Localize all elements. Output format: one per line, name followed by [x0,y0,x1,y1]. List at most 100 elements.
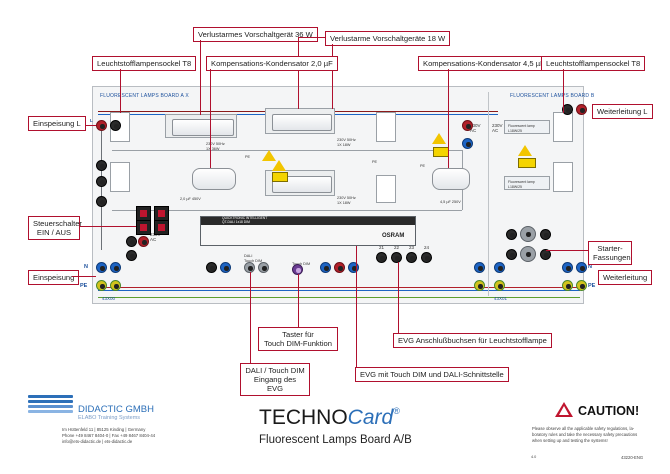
socket-einspeisung-l-red[interactable] [96,120,107,131]
socket-evg-out-23[interactable] [406,252,417,263]
leader-lampensockel-left [120,69,121,113]
steuerschalter-switch-1[interactable] [136,206,151,221]
lamp-socket-mid-top [376,112,396,142]
evg-term-22: 22 [394,245,400,250]
caution-icon [555,402,573,417]
steuerschalter-switch-2[interactable] [154,206,169,221]
leader-starter [546,250,588,251]
tag-n-right: N [588,264,592,270]
wire-grey-2 [112,150,462,151]
starter-socket-1[interactable] [520,226,536,242]
callout-kompensation-45uf: Kompensations-Kondensator 4,5 µF [418,56,550,71]
caution-icon-inner [559,406,569,415]
socket-einspeisung-pe-2[interactable] [110,280,121,291]
warning-sign-4 [518,145,532,156]
socket-ac-left-2[interactable] [138,236,149,247]
lamp-socket-left-bottom [110,162,130,192]
socket-left-mid-2[interactable] [96,176,107,187]
socket-einspeisung-pe[interactable] [96,280,107,291]
socket-einspeisung-l-black[interactable] [110,120,121,131]
callout-steuerschalter-line1: Steuerschalter [33,219,82,228]
lamp-socket-right-top [553,112,573,142]
tag-l-left: L [90,118,93,123]
socket-mid-blue[interactable] [462,138,473,149]
fluorescent-lamp-b1-label: Fluorescent lamp L18W/25 [508,124,535,133]
callout-taster-line1: Taster für [282,330,314,339]
starter-pin-4[interactable] [540,249,551,260]
board-b-id: 43X01 [494,296,508,301]
evg-term-21: 21 [379,245,385,250]
caution-text-3: when setting up and testing the systems! [532,438,608,443]
socket-dali-1[interactable] [244,262,255,273]
socket-weiterleitung-n-2[interactable] [576,262,587,273]
tag-pe-left: PE [80,283,88,289]
ballast-36w-body [172,119,234,136]
ac-label-mid: 230V AC [470,123,481,133]
callout-evg-touch: EVG mit Touch DIM und DALI-Schnittstelle [355,367,509,382]
warning-label-2 [433,147,449,157]
evg-touch-dim-dali [200,216,416,246]
socket-left-mid-3[interactable] [96,196,107,207]
socket-weiterleitung-pe-2[interactable] [576,280,587,291]
evg-header-bar [201,217,415,225]
starter-pin-2[interactable] [540,229,551,240]
pe-mark-2: PE [372,160,378,164]
logo-bar-1 [28,395,73,398]
logo-bar-3 [28,405,73,408]
leader-verlustarmes-36w [200,40,201,115]
socket-einspeisung-n-2[interactable] [110,262,121,273]
socket-mid-red[interactable] [462,120,473,131]
board-b-title: FLUORESCENT LAMPS BOARD B [510,93,595,99]
fluorescent-lamp-b2 [504,176,550,190]
bus-blue-bottom [98,290,580,292]
steuerschalter-switch-3[interactable] [136,220,151,235]
bus-pe-bottom [98,297,580,299]
touch-dim-button[interactable] [292,264,303,275]
socket-b-blue-1[interactable] [474,262,485,273]
socket-ac-left-3[interactable] [126,250,137,261]
socket-b-blue-2[interactable] [494,262,505,273]
board-a-title: FLUORESCENT LAMPS BOARD A X [100,93,189,99]
socket-b-pe-1[interactable] [474,280,485,291]
socket-ac-left-1[interactable] [126,236,137,247]
socket-weiterleitung-pe[interactable] [562,280,573,291]
caution-title: CAUTION! [578,404,640,418]
leader-einspeisung-l [85,125,96,126]
socket-dali-2[interactable] [258,262,269,273]
starter-pin-1[interactable] [506,229,517,240]
callout-dali-line1: DALI / Touch DIM [245,366,305,375]
steuerschalter-switch-4[interactable] [154,220,169,235]
board-a-id: 43X00 [102,296,116,301]
callout-dali: DALI / Touch DIM Eingang des EVG [240,363,310,396]
leader-verlustarme-18w-c [332,44,333,109]
starter-pin-3[interactable] [506,249,517,260]
caution-text-1: Please observe all the applicable safety… [532,426,635,431]
starter-socket-2[interactable] [520,246,536,262]
socket-evg-out-22[interactable] [391,252,402,263]
callout-weiterleitung: Weiterleitung [598,270,653,285]
socket-evg-blue-1[interactable] [320,262,331,273]
socket-einspeisung-n[interactable] [96,262,107,273]
socket-evg-red-1[interactable] [334,262,345,273]
socket-weiterleitung-l-red[interactable] [576,104,587,115]
touch-dim-label: Touch DIM [292,262,311,266]
warning-sign-3 [432,133,446,144]
fluorescent-lamp-b1 [504,120,550,134]
leader-verlustarme-18w-b [298,37,299,109]
socket-b-pe-2[interactable] [494,280,505,291]
socket-weiterleitung-l-black[interactable] [562,104,573,115]
socket-evg-blue-2[interactable] [348,262,359,273]
callout-starter: Starter- Fassungen [588,241,632,265]
socket-evg-out-21[interactable] [376,252,387,263]
socket-evg-out-24[interactable] [421,252,432,263]
evg-term-24: 24 [424,245,430,250]
logo-bar-2 [28,400,73,403]
socket-left-mid-1[interactable] [96,160,107,171]
socket-weiterleitung-n[interactable] [562,262,573,273]
address-line-3: info@ets-didactic.de | ets-didactic.de [62,439,133,444]
technocard-title: TECHNOCard® [259,406,400,430]
callout-verlustarmes-36w: Verlustarmes Vorschaltgerät 36 W [193,27,318,42]
company-name: DIDACTIC GMBH [78,404,154,415]
socket-evg-l[interactable] [206,262,217,273]
socket-evg-n[interactable] [220,262,231,273]
